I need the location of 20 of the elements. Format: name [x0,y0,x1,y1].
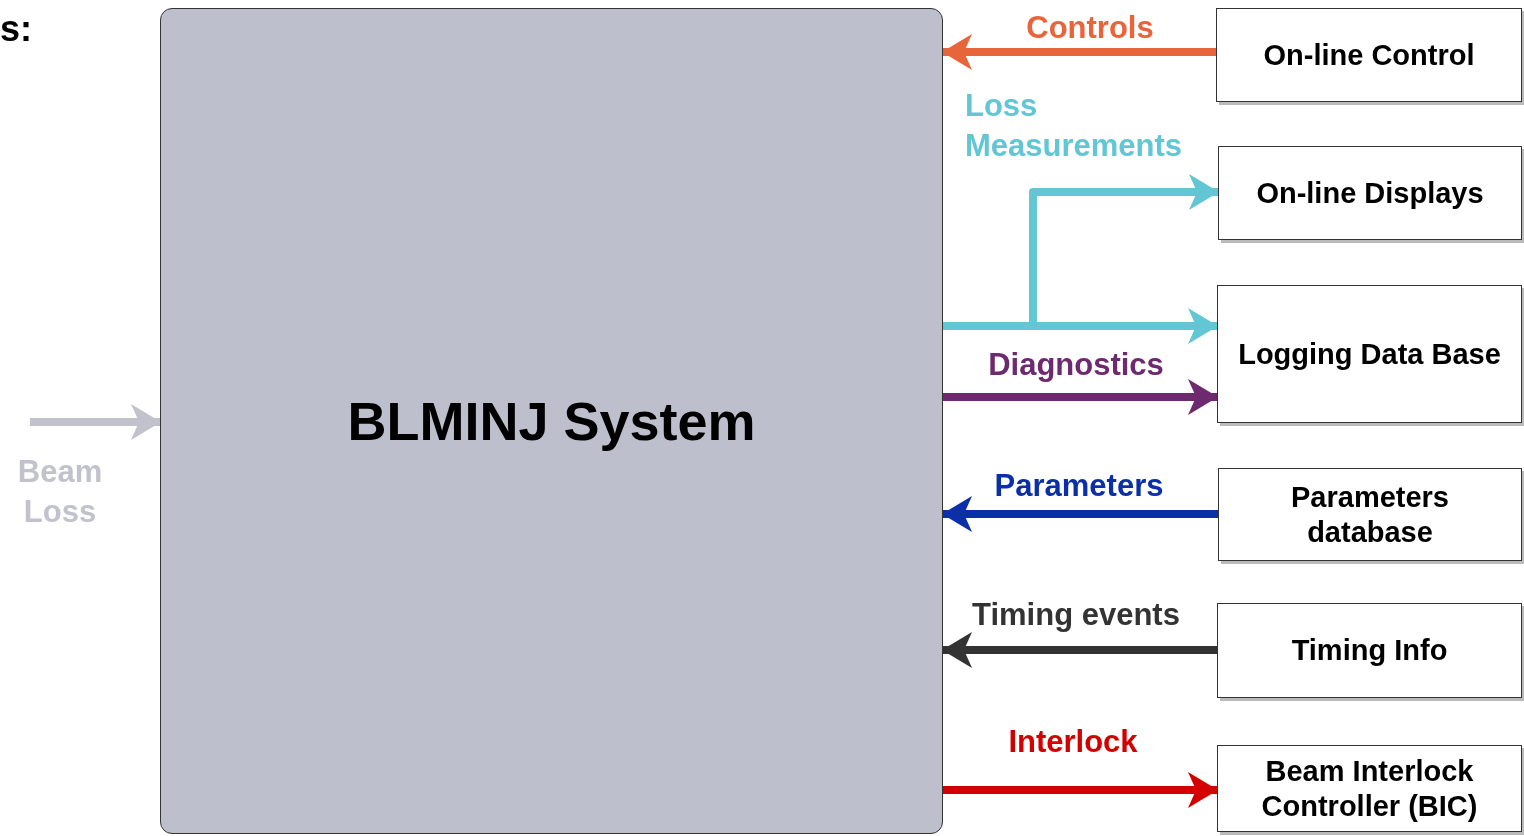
system-box [1217,603,1522,698]
node-label: Parameters database [1290,479,1450,550]
arrow [942,632,1217,668]
system-box [1217,285,1522,423]
text-label: s: [0,8,32,50]
system-box [1216,8,1522,102]
node-label: Beam Interlock Controller (BIC) [1260,753,1479,824]
node-label: On-line Control [1263,37,1475,73]
arrow [943,379,1218,415]
arrow [943,772,1218,808]
node-label: Logging Data Base [1238,336,1501,372]
system-box [1217,745,1522,832]
node-label: On-line Displays [1256,175,1484,211]
node-label: Timing Info [1291,633,1448,668]
arrow [942,496,1218,532]
arrow [942,34,1216,70]
system-block [160,8,943,834]
system-box [1218,146,1522,240]
system-box [1218,468,1522,561]
node-label: BLMINJ System [347,389,756,453]
